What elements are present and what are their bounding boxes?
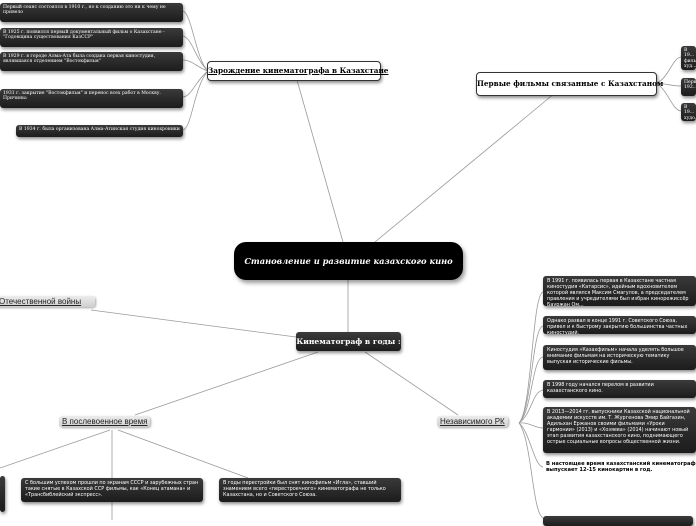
independent-item-kazakhfilm[interactable]: Киностудия «Казахфильм» начала уделять б…	[543, 345, 696, 370]
origin-item-1929[interactable]: В 1929 г. в городе Алма-Ата была создана…	[0, 52, 183, 71]
subtopic-independent[interactable]: Независимого РК	[437, 416, 508, 427]
subtopic-war[interactable]: Отечественной войны	[0, 296, 95, 307]
topic-first-films[interactable]: Первые фильмы связанные с Казахстаном	[476, 72, 663, 96]
subtopic-war-label: Отечественной войны	[0, 297, 82, 306]
topic-origin-label: Зарождение кинематографа в Казахстане	[208, 66, 389, 75]
subtopic-postwar-label: В послевоенное время	[62, 417, 148, 426]
first-films-item-1[interactable]: В 19... филь... худ...	[681, 46, 696, 70]
subtopic-postwar[interactable]: В послевоенное время	[59, 416, 151, 427]
central-topic[interactable]: Становление и развитие казахского кино	[234, 242, 463, 280]
independent-item-current[interactable]: В настоящее время казахстанский кинемато…	[546, 461, 696, 474]
subtopic-independent-label: Независимого РК	[440, 417, 505, 426]
independent-item-1991-katarsis[interactable]: В 1991 г. появилась первая в Казахстане …	[543, 276, 696, 306]
origin-item-1925[interactable]: В 1925 г. появился первый документальный…	[0, 28, 183, 47]
origin-item-1910[interactable]: Первый сеанс состоялся в 1910 г., но к с…	[0, 3, 183, 22]
central-topic-label: Становление и развитие казахского кино	[244, 255, 453, 266]
topic-years-label: Кинематограф в годы :	[296, 337, 401, 346]
origin-item-1931[interactable]: 1931 г. закрытие "Востокфильм" и перенос…	[0, 89, 183, 108]
topic-years[interactable]: Кинематограф в годы :	[296, 332, 401, 351]
postwar-item-igla[interactable]: В годы перестройки был снят кинофильм «И…	[219, 478, 401, 502]
topic-first-films-label: Первые фильмы связанные с Казахстаном	[477, 79, 664, 88]
first-films-item-3[interactable]: В 19... худо...	[681, 103, 696, 121]
origin-item-1934[interactable]: В 1934 г. была организована Алма-Атинска…	[16, 125, 183, 137]
independent-item-2013[interactable]: В 2013—2014 гг. выпускники Казахской нац…	[543, 407, 696, 453]
independent-item-collapse[interactable]: Однако развал в конце 1991 г. Советского…	[543, 316, 696, 334]
first-films-item-2[interactable]: Перв... 192...	[681, 78, 696, 96]
postwar-item-partial[interactable]	[0, 476, 5, 512]
postwar-item-films[interactable]: С большим успехом прошли по экранам СССР…	[21, 478, 203, 502]
independent-item-bottom[interactable]	[543, 516, 693, 526]
topic-origin[interactable]: Зарождение кинематографа в Казахстане	[207, 61, 388, 81]
independent-item-1998[interactable]: В 1998 году начался перелом в развитии к…	[543, 380, 696, 398]
